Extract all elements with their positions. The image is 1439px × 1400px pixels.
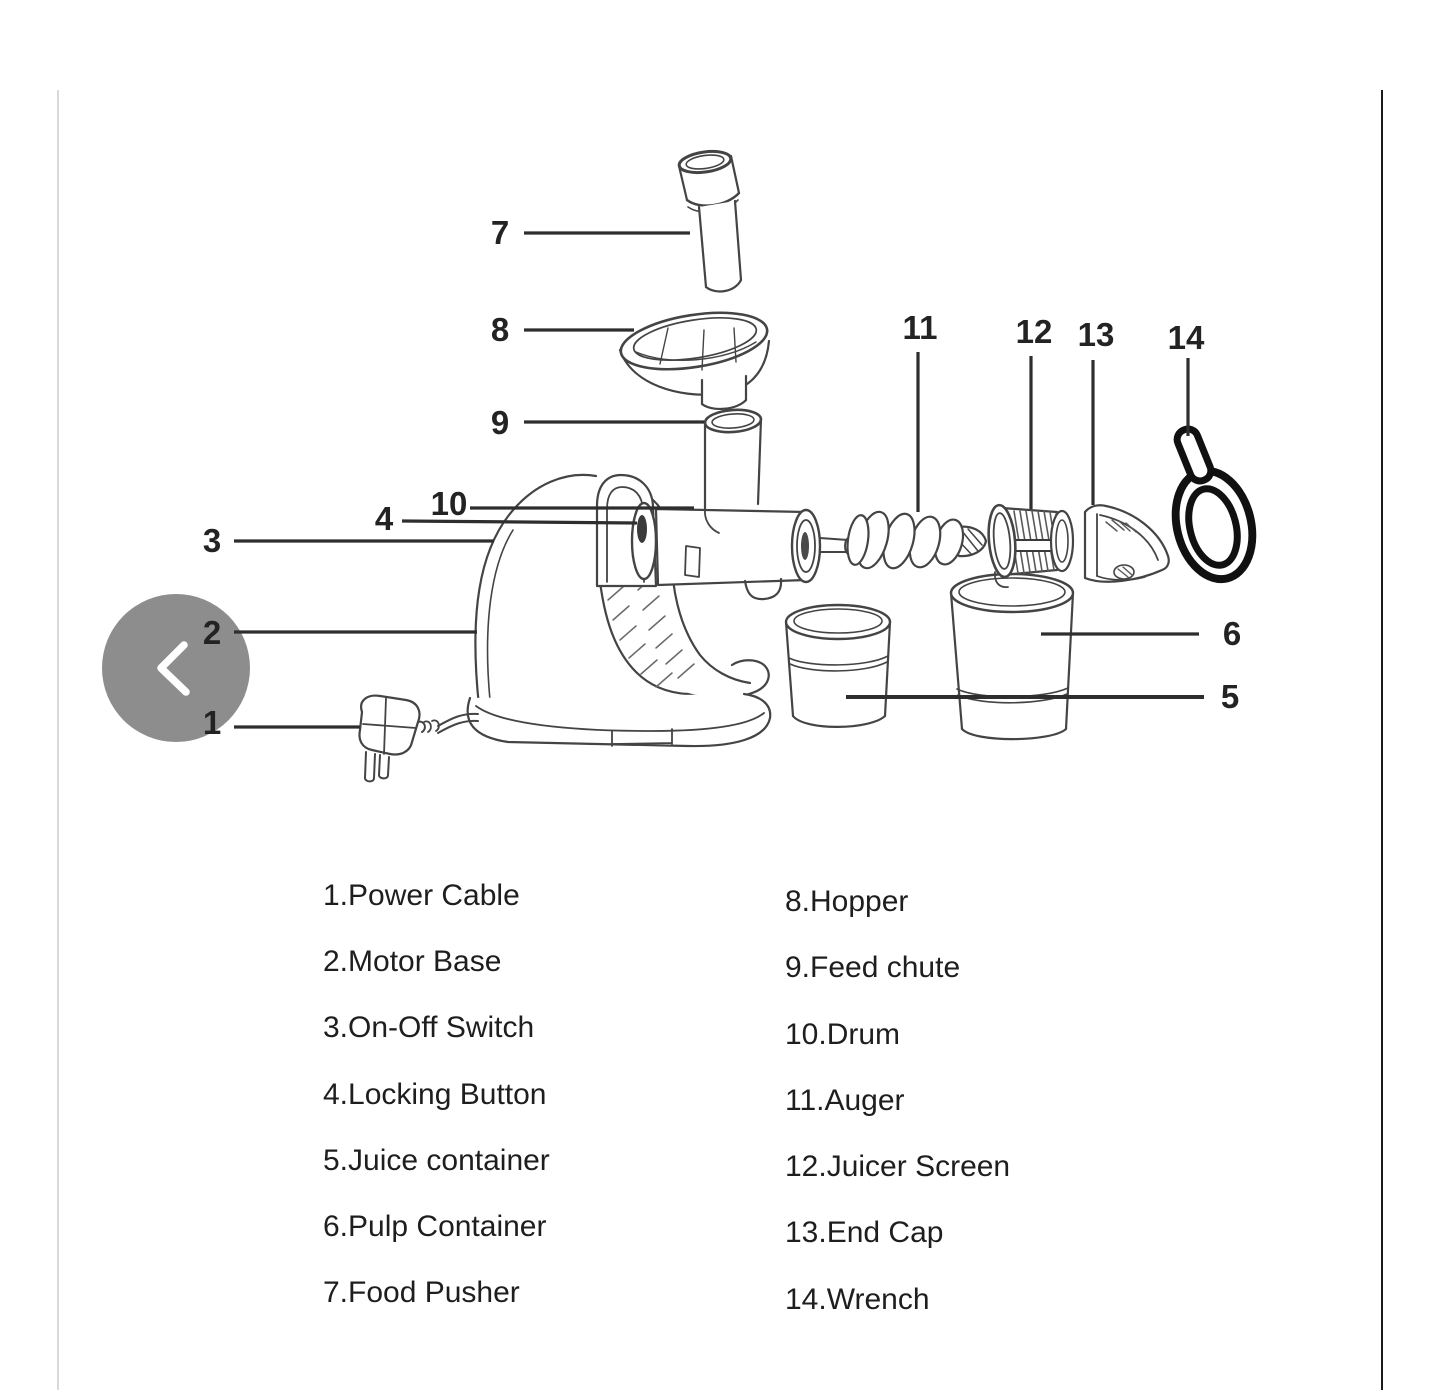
legend-item-4: 4.Locking Button	[323, 1078, 547, 1111]
legend-item-13: 13.End Cap	[785, 1216, 944, 1249]
legend-item-1: 1.Power Cable	[323, 879, 520, 912]
legend-item-7: 7.Food Pusher	[323, 1276, 520, 1309]
legend-item-11: 11.Auger	[785, 1084, 905, 1117]
back-button[interactable]	[102, 594, 250, 742]
legend-item-10: 10.Drum	[785, 1018, 901, 1051]
legend-item-8: 8.Hopper	[785, 885, 909, 918]
legend-item-9: 9.Feed chute	[785, 951, 961, 984]
legend-item-14: 14.Wrench	[785, 1283, 930, 1316]
chevron-left-icon	[157, 641, 190, 696]
legend-item-2: 2.Motor Base	[323, 945, 502, 978]
legend-item-3: 3.On-Off Switch	[323, 1011, 535, 1044]
legend-item-6: 6.Pulp Container	[323, 1210, 547, 1243]
manual-page-sheet	[57, 90, 1383, 1390]
legend-item-12: 12.Juicer Screen	[785, 1150, 1011, 1183]
legend-item-5: 5.Juice container	[323, 1144, 550, 1177]
